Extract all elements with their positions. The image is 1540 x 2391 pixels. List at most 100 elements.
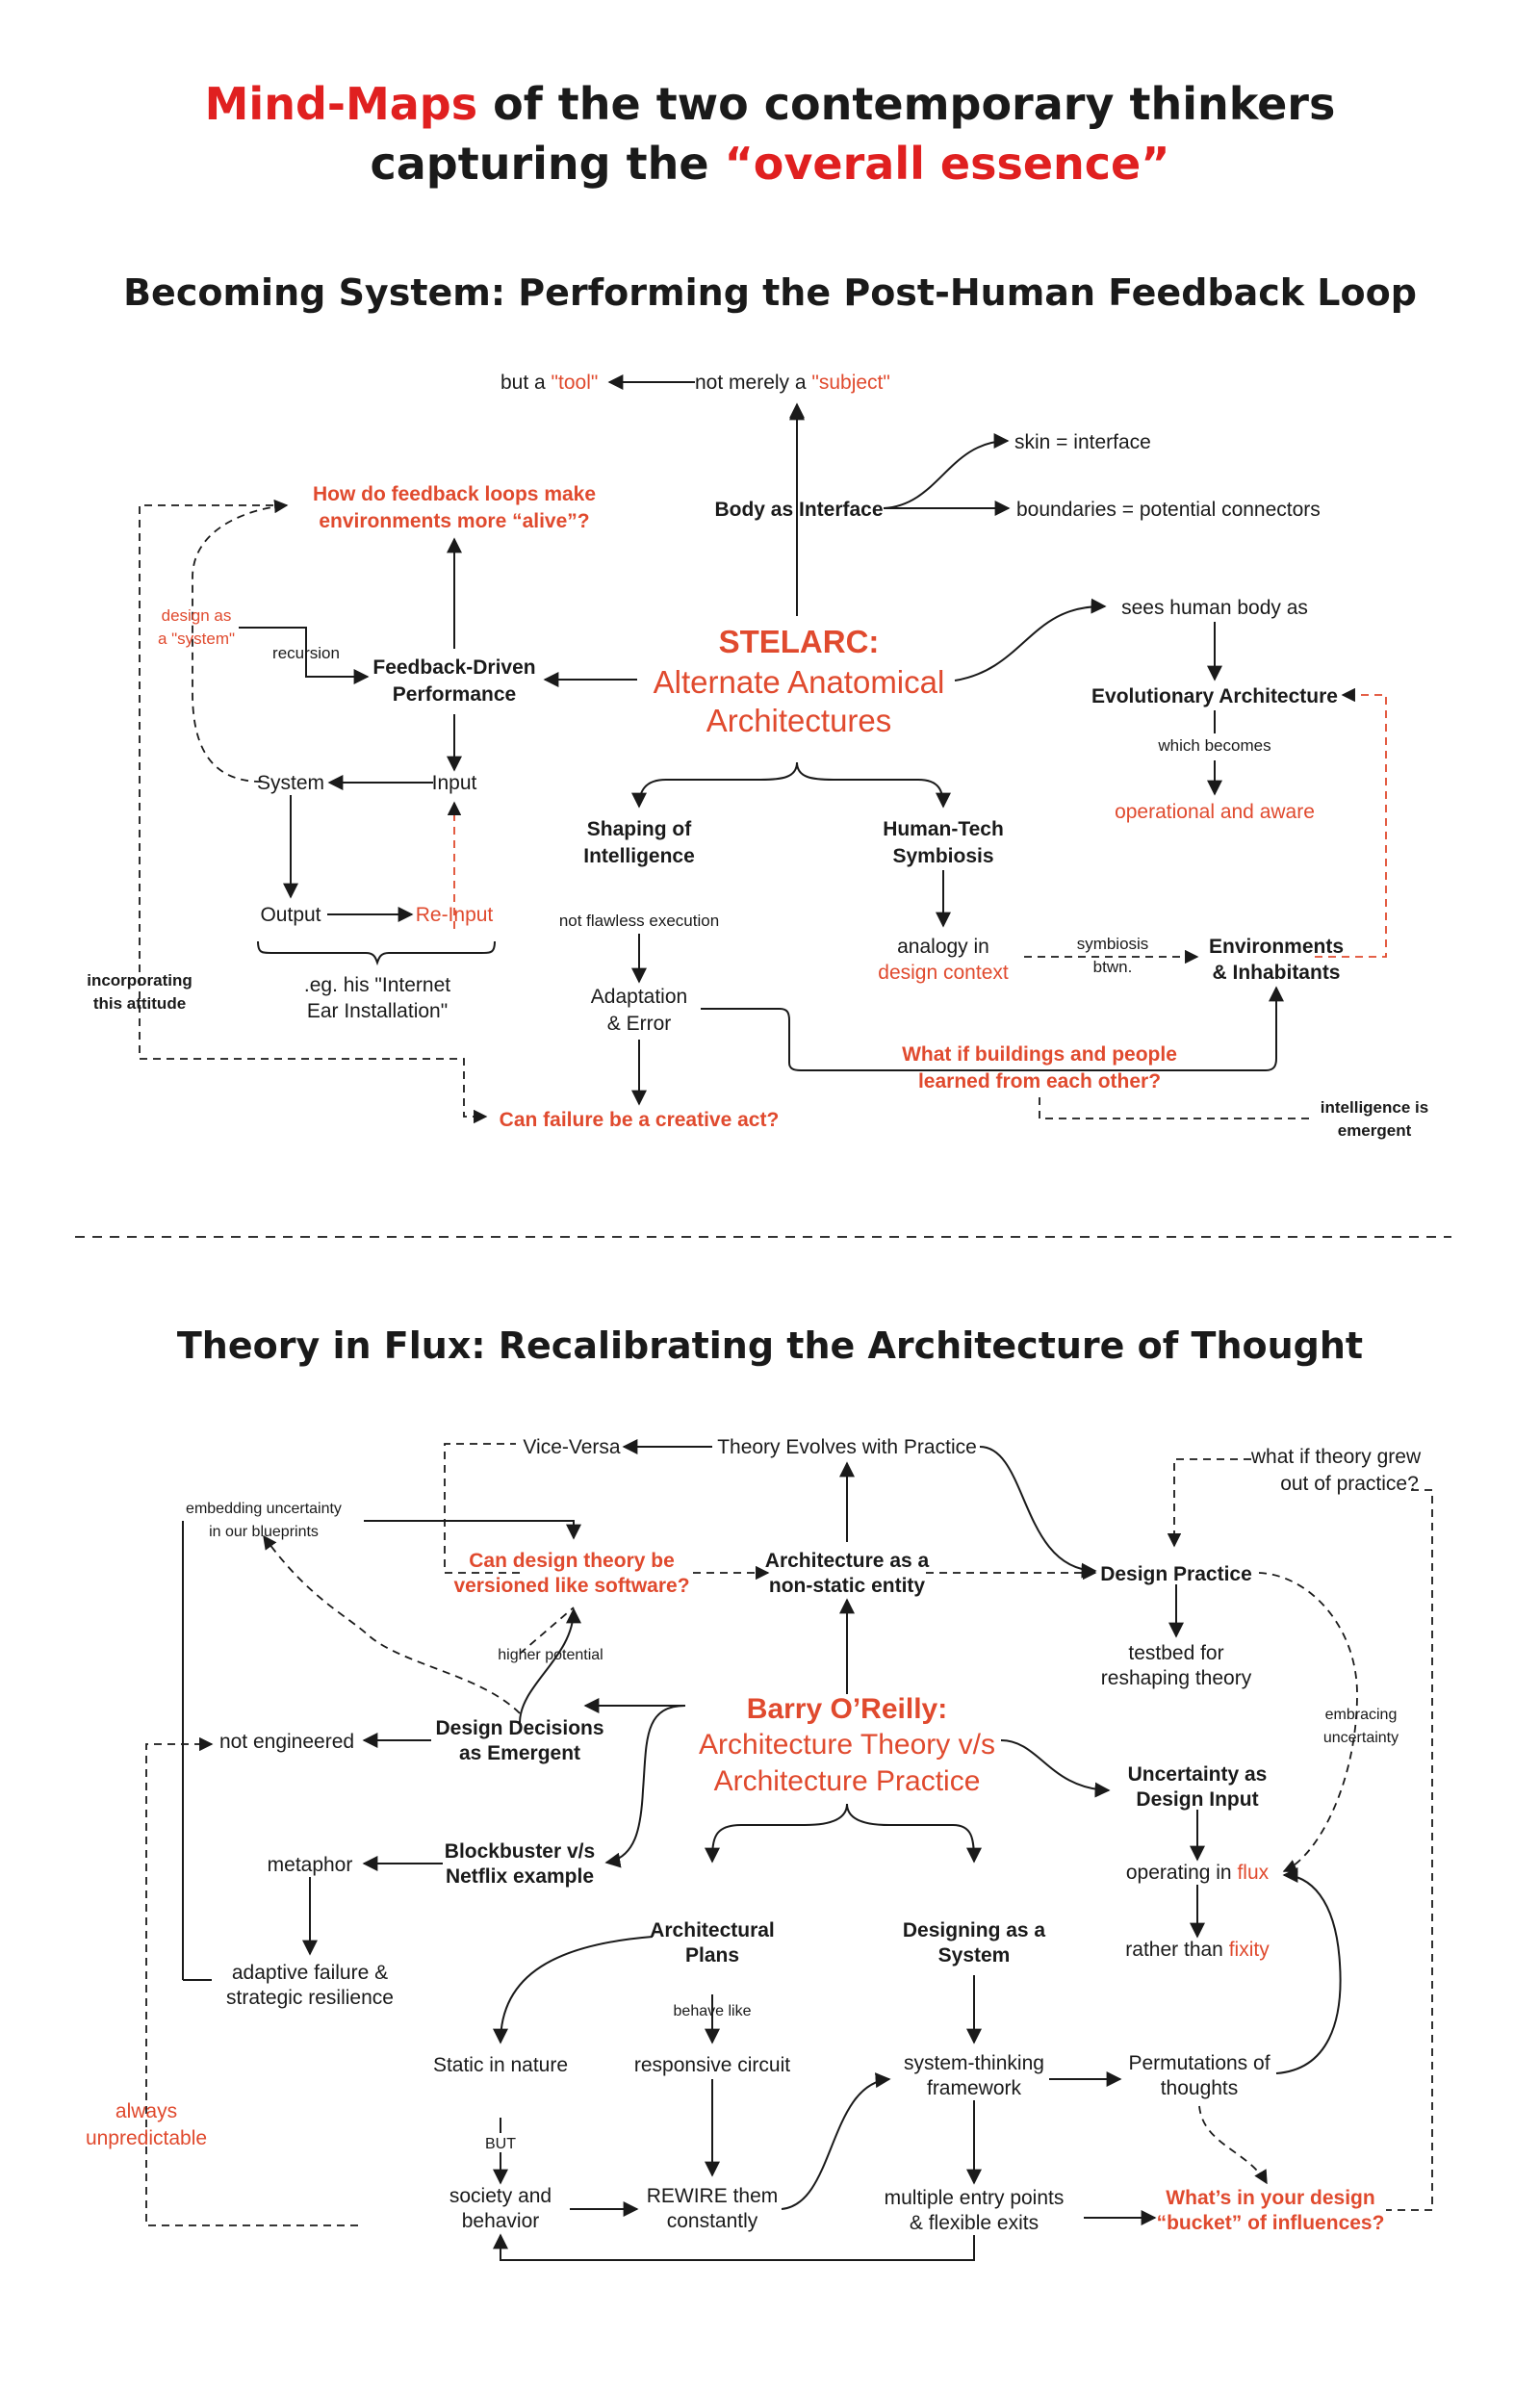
main-title-line-1: Mind-Maps of the two contemporary thinke… <box>0 75 1540 133</box>
node-multiple-1: multiple entry points <box>885 2187 1065 2209</box>
label-but: BUT <box>485 2136 516 2152</box>
edge-versioned-viceversa <box>444 1443 520 1574</box>
output-brace <box>257 940 496 966</box>
label-not-flawless: not flawless execution <box>559 912 719 930</box>
node-humantech-2: Symbiosis <box>892 845 993 867</box>
center2-title: Barry O’Reilly: <box>747 1693 947 1725</box>
node-adaptation-2: & Error <box>607 1013 672 1035</box>
edge-always-unpredictable <box>145 1736 358 2226</box>
node-adaptive-1: adaptive failure & <box>232 1962 388 1984</box>
label-embedding-2: in our blueprints <box>209 1524 319 1540</box>
node-whatif-2: learned from each other? <box>918 1070 1161 1093</box>
node-rather: rather than fixity <box>1125 1939 1270 1961</box>
node-env-1: Environments <box>1209 936 1344 958</box>
main-title-text-2: capturing the <box>370 138 725 190</box>
node-env-2: & Inhabitants <box>1212 962 1340 984</box>
label-behave-like: behave like <box>674 2003 752 2019</box>
node-decisions-1: Design Decisions <box>435 1717 603 1739</box>
label-intelligence-1: intelligence is <box>1321 1098 1428 1117</box>
main-title-text-1: of the two contemporary thinkers <box>477 78 1336 130</box>
node-analogy-1: analogy in <box>897 936 989 958</box>
node-eg-2: Ear Installation" <box>307 1000 448 1022</box>
map2-diagram: Vice-Versa Theory Evolves with Practice … <box>86 1436 1433 2261</box>
node-rewire-2: constantly <box>667 2210 758 2232</box>
main-title-highlight-1: Mind-Maps <box>204 78 478 130</box>
node-uncertainty-1: Uncertainty as <box>1128 1763 1268 1786</box>
map1-diagram: but a "tool" not merely a "subject" Body… <box>87 372 1428 1140</box>
node-operating: operating in flux <box>1126 1862 1270 1884</box>
node-metaphor: metaphor <box>268 1854 353 1876</box>
edge-env-evolutionary <box>1315 687 1387 958</box>
node-blockbuster-2: Netflix example <box>446 1865 594 1888</box>
label-embracing-2: uncertainty <box>1323 1730 1399 1746</box>
label-recursion: recursion <box>272 644 340 662</box>
node-input: Input <box>432 772 477 794</box>
node-system: System <box>257 772 324 794</box>
edge-whatif-practice <box>1167 1458 1251 1548</box>
node-testbed-2: reshaping theory <box>1101 1667 1252 1689</box>
edge-evolves-practice <box>979 1446 1097 1579</box>
center-line-2: Architectures <box>706 703 892 738</box>
edge-center-shaping <box>631 761 798 809</box>
edge-higher-potential-base <box>519 1607 575 1655</box>
node-plans-1: Architectural <box>650 1919 775 1941</box>
node-designing-1: Designing as a <box>903 1919 1046 1941</box>
section-divider <box>75 1236 1451 1238</box>
edge-rewire-systemthinking <box>781 2072 891 2210</box>
node-not-merely: not merely a "subject" <box>695 372 890 394</box>
label-intelligence-2: emergent <box>1338 1121 1412 1140</box>
node-theory-evolves: Theory Evolves with Practice <box>717 1436 977 1458</box>
node-skin: skin = interface <box>1014 431 1151 453</box>
node-design-practice: Design Practice <box>1100 1563 1252 1585</box>
node-feedback-q-1: How do feedback loops make <box>313 483 596 505</box>
node-adaptive-2: strategic resilience <box>226 1987 394 2009</box>
node-operational: operational and aware <box>1115 801 1315 823</box>
center2-line-1: Architecture Theory v/s <box>699 1729 995 1761</box>
edge-incorporating <box>139 504 488 1124</box>
node-testbed-1: testbed for <box>1128 1642 1223 1664</box>
node-blockbuster-1: Blockbuster v/s <box>445 1840 595 1863</box>
node-bucket-1: What’s in your design <box>1166 2187 1374 2209</box>
edge-decisions-versioned <box>519 1607 581 1724</box>
node-designing-2: System <box>938 1944 1011 1967</box>
node-plans-2: Plans <box>685 1944 739 1967</box>
node-whatif-theory-2: out of practice? <box>1280 1473 1419 1495</box>
edge-plans-static <box>493 1936 654 2044</box>
node-nonstatic-2: non-static entity <box>769 1575 925 1597</box>
edge-embedding-versioned <box>364 1520 581 1540</box>
edge-recursion <box>239 627 370 684</box>
node-versioned-1: Can design theory be <box>469 1550 675 1572</box>
node-whatif-theory-1: what if theory grew <box>1250 1446 1422 1468</box>
node-eg-1: .eg. his "Internet <box>304 974 450 996</box>
edge-center-humantech <box>796 761 951 809</box>
center-line-1: Alternate Anatomical <box>654 664 945 700</box>
node-responsive: responsive circuit <box>634 2054 790 2076</box>
label-always-2: unpredictable <box>86 2127 207 2149</box>
node-but-a: but a "tool" <box>500 372 598 394</box>
edge-center-sees <box>954 598 1107 681</box>
node-whatif-1: What if buildings and people <box>902 1043 1177 1066</box>
edge-center-uncertainty <box>1000 1739 1111 1798</box>
label-incorporating-1: incorporating <box>87 971 192 990</box>
label-which-becomes: which becomes <box>1157 736 1270 755</box>
label-design-as-1: design as <box>162 606 232 625</box>
node-decisions-2: as Emergent <box>459 1742 580 1764</box>
node-nonstatic-1: Architecture as a <box>765 1550 930 1572</box>
edge-intelligence <box>1039 1097 1315 1119</box>
node-sees-human: sees human body as <box>1121 597 1308 619</box>
node-reinput: Re-Input <box>416 904 494 926</box>
node-humantech-1: Human-Tech <box>883 818 1004 840</box>
node-multiple-2: & flexible exits <box>910 2212 1039 2234</box>
edge-bucket-whatif <box>1386 1489 1433 2211</box>
map2-heading: Theory in Flux: Recalibrating the Archit… <box>176 1324 1364 1367</box>
node-systemthinking-2: framework <box>927 2077 1022 2099</box>
node-vice-versa: Vice-Versa <box>523 1436 620 1458</box>
node-versioned-2: versioned like software? <box>453 1575 689 1597</box>
label-higher-potential: higher potential <box>498 1647 603 1663</box>
label-design-as-2: a "system" <box>158 630 235 648</box>
edge-center-blockbuster <box>604 1705 686 1868</box>
edge-center-plans <box>705 1803 848 1864</box>
node-boundaries: boundaries = potential connectors <box>1016 499 1321 521</box>
center2-line-2: Architecture Practice <box>714 1765 981 1797</box>
label-incorporating-2: this attitude <box>93 994 186 1013</box>
